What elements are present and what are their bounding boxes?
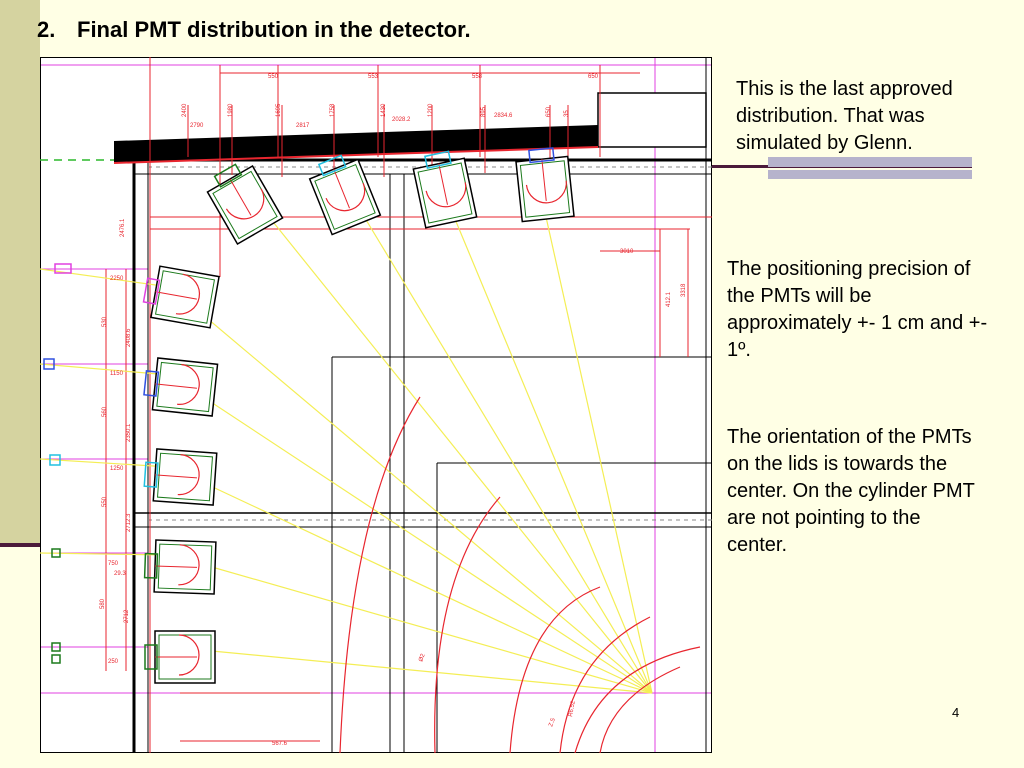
left-label: 530 [102, 316, 108, 327]
wall-pmt-4 [143, 539, 217, 595]
lid-roof-plate [114, 125, 598, 163]
top-label: 1980 [228, 103, 234, 117]
sidebar-rule [0, 543, 42, 547]
left-label: 2712 [124, 609, 130, 623]
title-text: Final PMT distribution in the detector. [77, 17, 471, 42]
side-decoration-a [768, 157, 972, 167]
wall-pmt-2 [143, 357, 219, 417]
side-decoration-b [768, 170, 972, 179]
range-arcs [339, 396, 701, 754]
right-label: 3318 [681, 283, 687, 297]
note-positioning-precision: The positioning precision of the PMTs wi… [727, 258, 988, 361]
top-dim-label: 553 [368, 74, 379, 80]
wall-pmt-group [142, 265, 220, 684]
lid-pmt-3 [412, 150, 478, 229]
left-label: 2408.6 [126, 328, 132, 347]
top-label: 650 [546, 106, 552, 117]
top-dim-label: 558 [472, 74, 483, 80]
left-markers [43, 263, 72, 664]
left-label: 29.3 [114, 571, 126, 577]
slide-title: 2. Final PMT distribution in the detector… [37, 17, 471, 43]
left-label: 2350.1 [126, 423, 132, 442]
top-label: 2028.2 [392, 117, 411, 123]
top-label: 895 [481, 106, 487, 117]
note-pmt-orientation: The orientation of the PMTs on the lids … [727, 426, 975, 556]
top-label: 2834.6 [494, 113, 513, 119]
title-number: 2. [37, 17, 56, 42]
left-label: 2712.3 [126, 513, 132, 532]
bottom-label: 567.6 [272, 741, 288, 747]
left-label: 550 [102, 496, 108, 507]
top-label: 1200 [428, 103, 434, 117]
right-label: 3010 [620, 249, 634, 255]
lid-side-block [597, 92, 707, 148]
bottom-label: R6.52 [568, 700, 577, 717]
top-label: 1695 [276, 103, 282, 117]
lid-red-edge [113, 146, 599, 164]
left-label: 560 [102, 406, 108, 417]
left-label: 2250 [110, 276, 124, 282]
page-number: 4 [952, 705, 960, 720]
left-label: 2476.1 [120, 218, 126, 237]
top-label: 1758 [330, 103, 336, 117]
wall-pmt-3 [143, 448, 218, 506]
top-label: 2790 [190, 123, 204, 129]
right-label: 412.1 [666, 291, 672, 307]
drawing-background [40, 57, 712, 753]
wall-pmt-1 [142, 265, 220, 329]
top-dim-label: 550 [268, 74, 279, 80]
top-label: 2400 [182, 103, 188, 117]
pmt-rays [39, 180, 653, 694]
top-label: 35 [564, 110, 570, 117]
left-label: 1150 [110, 371, 124, 377]
left-label: 250 [108, 659, 119, 665]
top-label: 1430 [381, 103, 387, 117]
lid-pmt-group [206, 147, 575, 246]
wall-pmt-5 [144, 630, 216, 684]
lid-pmt-2 [308, 154, 382, 236]
left-label: 1250 [110, 466, 124, 472]
note-approved-distribution: This is the last approved distribution. … [736, 78, 953, 154]
lid-pmt-1 [206, 163, 284, 246]
bottom-label: Z.5 [548, 717, 557, 728]
top-dim-label: 650 [588, 74, 599, 80]
lid-pmt-4 [515, 147, 575, 223]
left-label: 580 [100, 598, 106, 609]
top-label: 2817 [296, 123, 310, 129]
left-label: 750 [108, 561, 119, 567]
sidebar-strip [0, 0, 40, 545]
bottom-label: Ø2 [418, 652, 427, 662]
